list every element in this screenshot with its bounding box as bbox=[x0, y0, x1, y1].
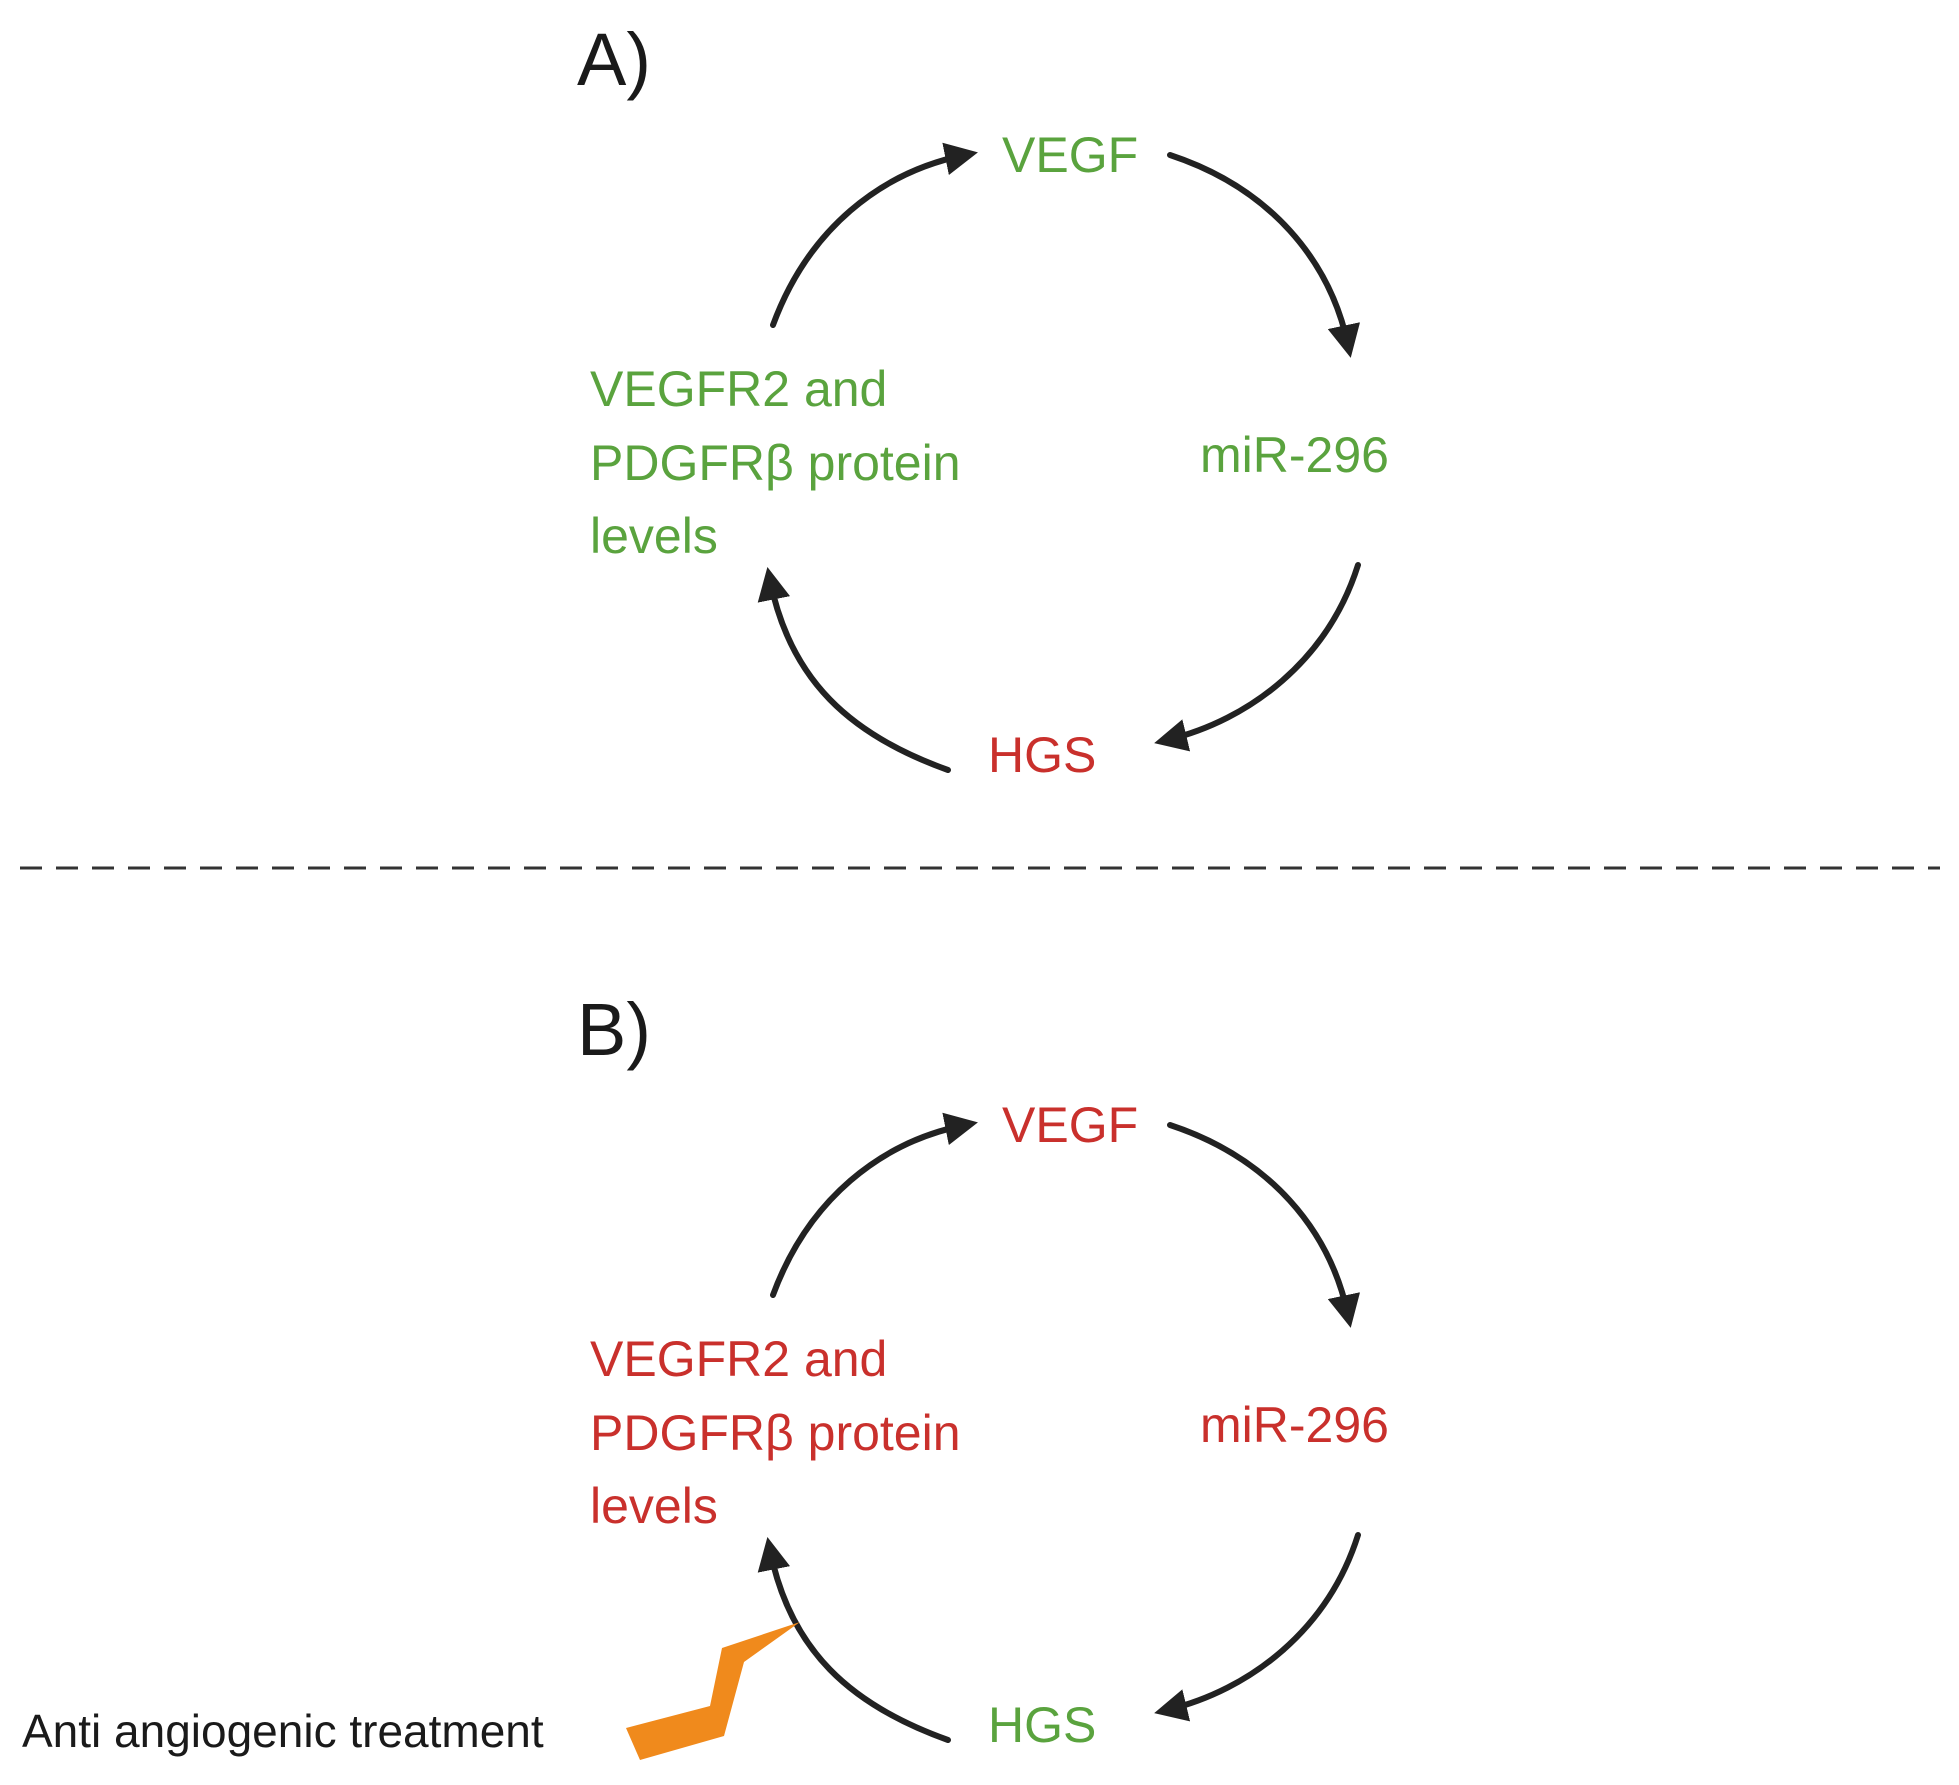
panel-b-receptors-line-3: levels bbox=[590, 1478, 718, 1534]
panel-a-arrow-hgs-to-receptors bbox=[757, 567, 951, 773]
panel-b-arrow-hgs-to-receptors bbox=[757, 1537, 951, 1743]
panel-b: B) VEGF miR-296 HGS VEGFR2 and PDGFRβ pr… bbox=[22, 988, 1389, 1760]
panel-b-hgs-label: HGS bbox=[988, 1697, 1096, 1753]
panel-a-receptors-line-2: PDGFRβ protein bbox=[590, 435, 961, 491]
panel-a-vegf-label: VEGF bbox=[1002, 127, 1138, 183]
panel-a-label: A) bbox=[577, 18, 651, 101]
panel-a-arrow-vegf-to-mir296 bbox=[1167, 152, 1361, 358]
panel-b-arrow-receptors-to-vegf bbox=[770, 1112, 978, 1298]
lightning-bolt-icon bbox=[626, 1622, 800, 1760]
panel-b-mir296-label: miR-296 bbox=[1200, 1397, 1389, 1453]
panel-b-arrow-vegf-to-mir296 bbox=[1167, 1122, 1361, 1328]
panel-a-receptors-label: VEGFR2 and PDGFRβ protein levels bbox=[590, 361, 974, 564]
panel-b-receptors-line-2: PDGFRβ protein bbox=[590, 1405, 961, 1461]
panel-a-arrow-receptors-to-vegf bbox=[770, 142, 978, 328]
panel-a: A) VEGF miR-296 HGS VEGFR2 and PDGFRβ pr… bbox=[577, 18, 1389, 783]
panel-a-receptors-line-3: levels bbox=[590, 508, 718, 564]
panel-b-label: B) bbox=[577, 988, 651, 1071]
panel-b-receptors-label: VEGFR2 and PDGFRβ protein levels bbox=[590, 1331, 974, 1534]
panel-b-arrow-mir296-to-hgs bbox=[1154, 1532, 1361, 1722]
panel-a-hgs-label: HGS bbox=[988, 727, 1096, 783]
panel-a-receptors-line-1: VEGFR2 and bbox=[590, 361, 887, 417]
panel-a-arrow-mir296-to-hgs bbox=[1154, 562, 1361, 752]
panel-a-mir296-label: miR-296 bbox=[1200, 427, 1389, 483]
panel-b-vegf-label: VEGF bbox=[1002, 1097, 1138, 1153]
anti-angiogenic-treatment-label: Anti angiogenic treatment bbox=[22, 1705, 544, 1757]
panel-b-receptors-line-1: VEGFR2 and bbox=[590, 1331, 887, 1387]
